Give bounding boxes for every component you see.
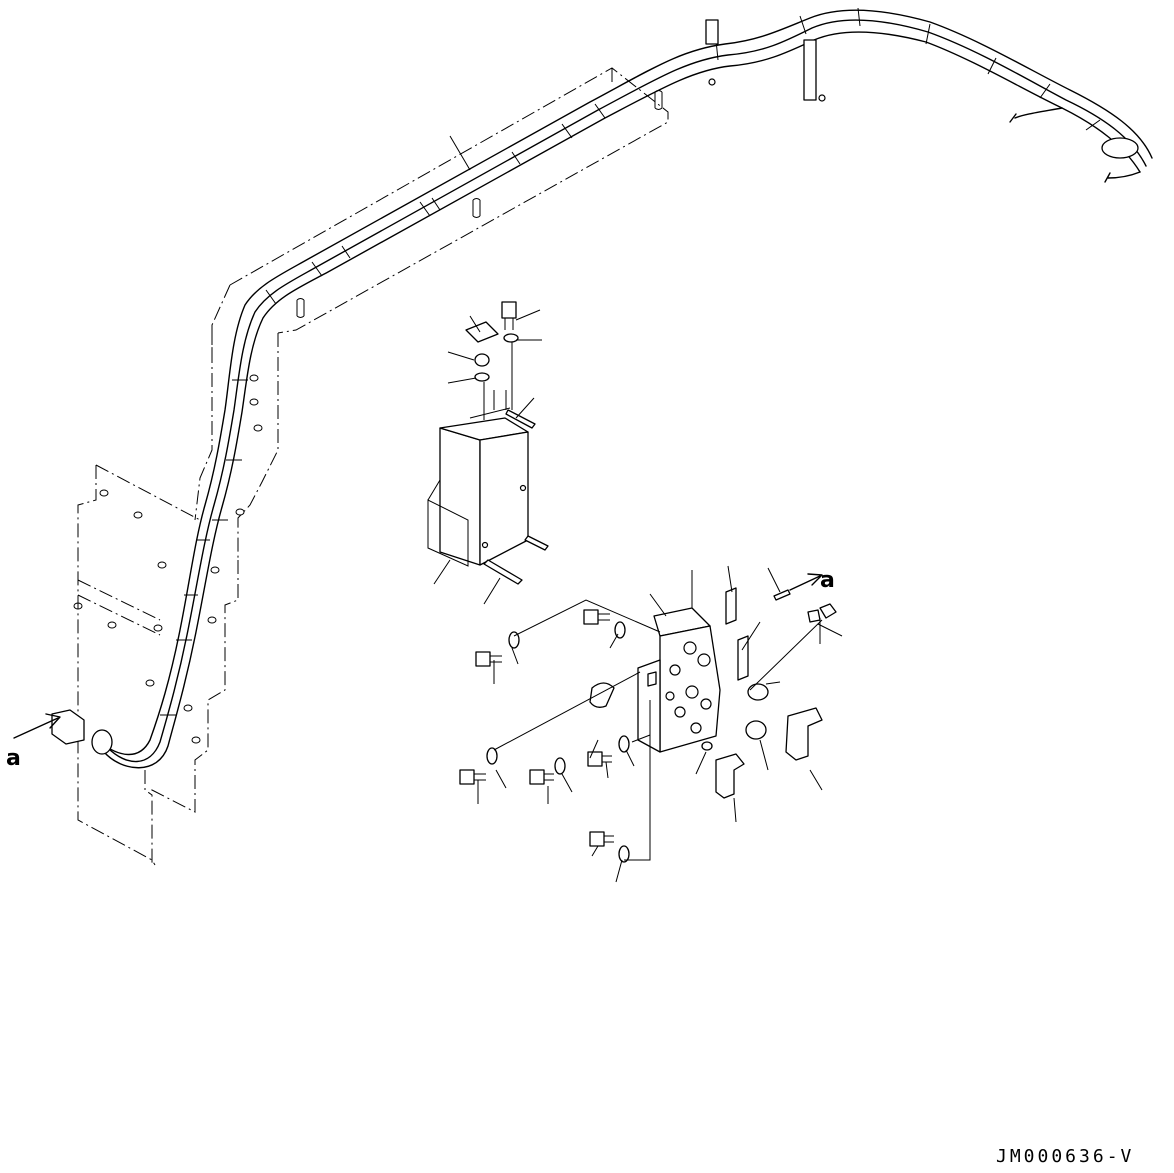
panel-studs — [73, 90, 663, 744]
wire-harness — [51, 7, 1153, 769]
arrow-a-left — [13, 713, 61, 739]
bolts-and-washers — [459, 599, 823, 863]
leader-lines — [433, 135, 843, 883]
cover-panels — [77, 67, 669, 866]
plate-parts — [589, 587, 837, 799]
mounting-plate — [637, 570, 721, 753]
top-hardware — [465, 301, 519, 420]
arrow-label-right: a — [820, 568, 835, 593]
arrow-a-right — [789, 573, 823, 591]
protective-cover — [427, 390, 549, 585]
arrow-label-left: a — [6, 746, 21, 771]
drawing-code: JM000636-V — [996, 1146, 1134, 1167]
